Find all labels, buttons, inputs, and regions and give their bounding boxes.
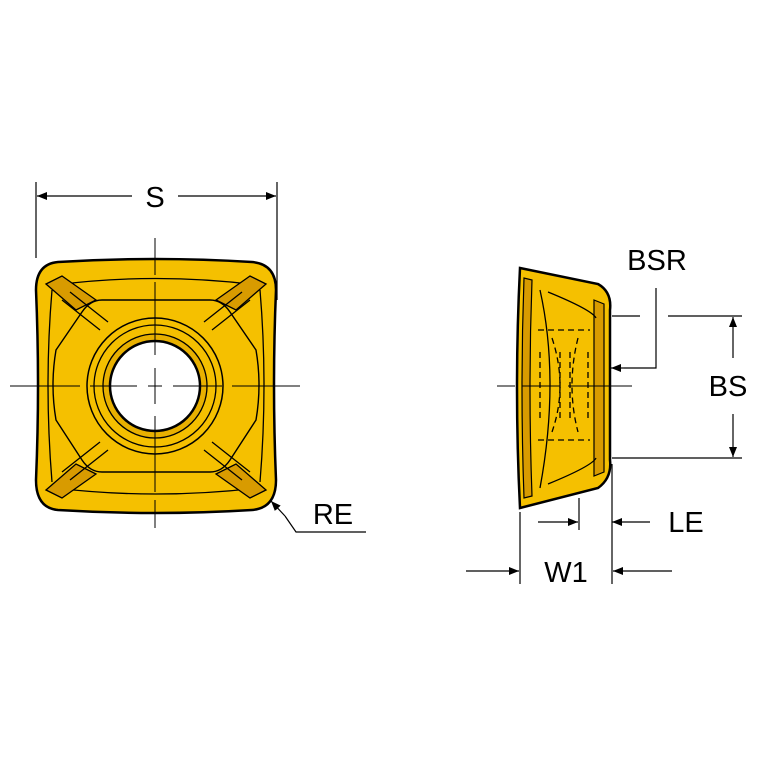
insert-facet-bottom [54,487,259,495]
side-flank [539,289,551,489]
label-bsr: BSR [627,245,687,277]
corner-ledge-bottom-left [44,463,98,499]
dimension-s: S [35,182,278,300]
label-s: S [145,182,164,214]
label-bs: BS [709,371,748,403]
corner-ledge-bottom-right [214,463,268,499]
center-lines [10,238,300,528]
rake-face-outline [52,299,260,473]
side-flank-3 [547,457,597,485]
insert-facet-top [54,277,259,286]
dimension-re: RE [270,499,366,533]
dimension-bsr: BSR [611,245,687,372]
label-le: LE [668,507,703,539]
side-relief-left [521,277,533,499]
side-relief-right [593,299,605,477]
label-re: RE [313,499,353,531]
dimension-le: LE [538,498,704,539]
side-body [515,266,612,510]
dimension-bs: BS [612,315,748,459]
insert-front-view: S RE [10,182,366,533]
chip-breaker-lines [61,291,251,481]
label-w1: W1 [544,557,588,589]
insert-side-view: BS BSR LE W1 [466,245,747,589]
dimension-w1: W1 [466,464,672,589]
side-flank-2 [547,291,597,319]
